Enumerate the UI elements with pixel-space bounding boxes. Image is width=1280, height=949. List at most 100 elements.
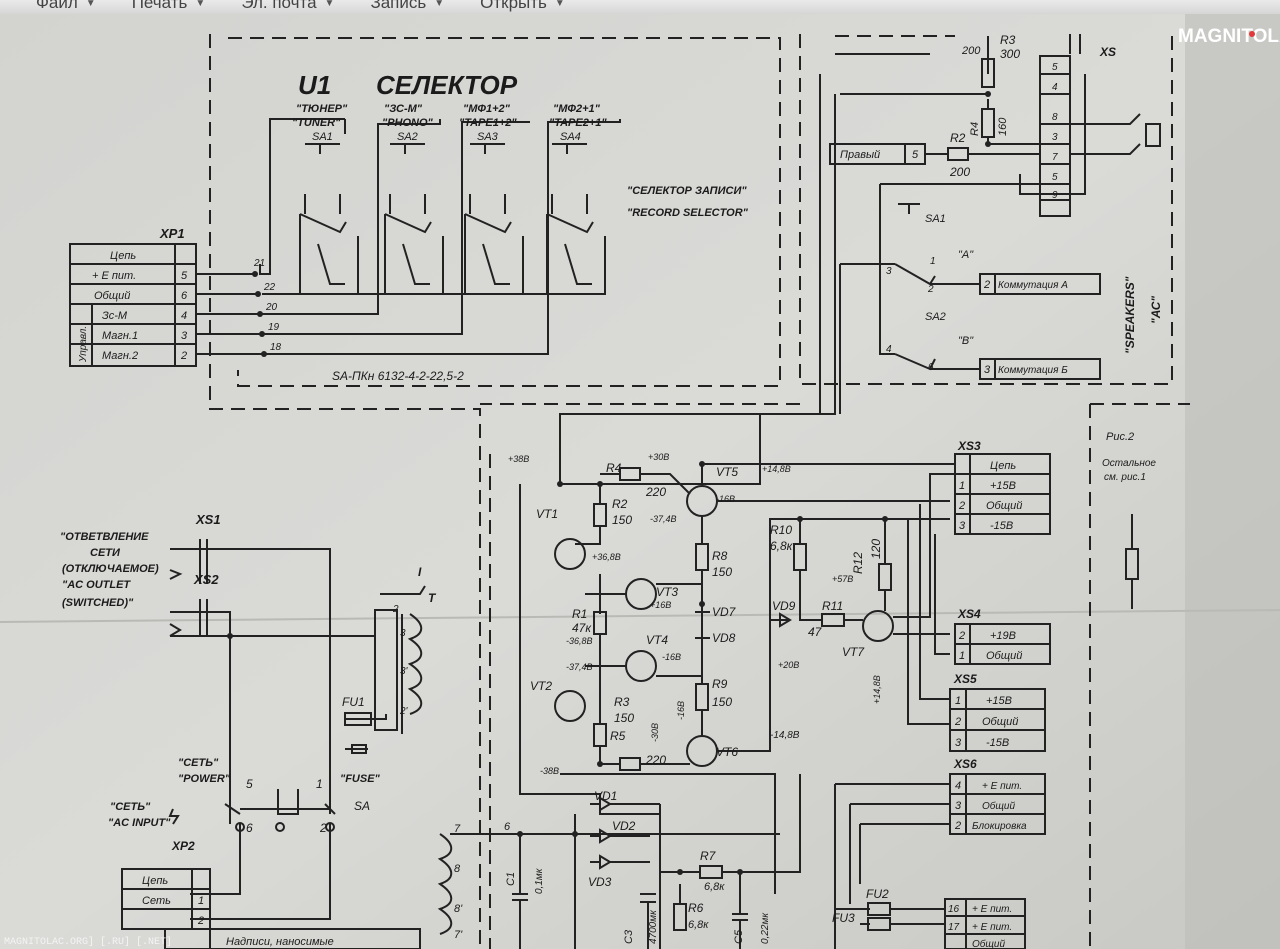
bottom-conn-val-common: Общий	[972, 938, 1005, 949]
note-title: Рис.2	[1106, 431, 1134, 443]
xp1-row-6: Магн.2	[102, 350, 138, 362]
winding-pin-4: 2'	[399, 706, 409, 717]
switch-sa2-label: SA2	[397, 131, 418, 143]
speaker-sw-pin-2: 2	[927, 284, 934, 295]
outlet-line-4: "AC OUTLET	[62, 579, 131, 591]
bottom-fu2: FU2	[866, 887, 889, 901]
selector-input-en-4: "TAPE2+1"	[549, 117, 607, 129]
xs5-val-3: -15В	[986, 737, 1009, 749]
speaker-r4-value: 160	[997, 117, 1009, 136]
menu-email[interactable]: Эл. почта▼	[223, 0, 352, 13]
chevron-down-icon: ▼	[324, 0, 335, 9]
chevron-down-icon: ▼	[434, 0, 445, 9]
fuse-label: "FUSE"	[340, 773, 381, 785]
bottom-tr-pin-7: 7	[454, 823, 461, 835]
psu-vt3-name: VT3	[656, 585, 678, 599]
xs5-pin-2: 2	[954, 716, 961, 728]
bottom-conn-pin-17: 17	[948, 922, 960, 933]
psu-r9-name: R9	[712, 677, 728, 691]
comm-a-pin: 2	[983, 279, 990, 291]
xs6-val-4: + Е пит.	[982, 781, 1022, 792]
psu-r9-value: 150	[712, 695, 732, 709]
bottom-conn-pin-16: 16	[948, 904, 960, 915]
bottom-vd1: VD1	[594, 789, 617, 803]
voltage-5: -37,4В	[650, 514, 677, 524]
menu-print-label: Печать	[131, 0, 188, 12]
voltage-3: +14,8В	[762, 464, 791, 474]
switch-sa4-label: SA4	[560, 131, 581, 143]
speaker-conn-pin-5: 7	[1052, 152, 1058, 163]
selector-input-ru-1: "ТЮНЕР"	[296, 103, 348, 115]
menu-open[interactable]: Открыть ▼	[462, 0, 583, 13]
xs6-pin-4: 4	[955, 780, 961, 792]
psu-vd8-name: VD8	[712, 631, 736, 645]
comm-b-label: Коммутация Б	[998, 365, 1068, 376]
xp1-pin-3: 6	[181, 290, 188, 302]
bottom-vd3: VD3	[588, 875, 612, 889]
psu-r1-value: 47к	[572, 621, 592, 635]
speaker-conn-pin-4: 3	[1052, 132, 1058, 143]
menu-record[interactable]: Запись▼	[352, 0, 462, 13]
note-line-1: Остальное	[1102, 458, 1156, 469]
menu-print[interactable]: Печать▼	[114, 0, 224, 13]
power-label-ru: "СЕТЬ"	[178, 757, 219, 769]
xp1-group-label: Управл.	[78, 326, 89, 363]
psu-vt7-name: VT7	[842, 645, 865, 659]
voltage-16: +20В	[778, 660, 799, 670]
speakers-vertical-label-2: "АС"	[1149, 296, 1163, 324]
winding-pin-3: 3'	[400, 666, 409, 677]
xs3-val-1: +15В	[990, 480, 1016, 492]
psu-r10-value: 6,8к	[770, 539, 794, 553]
bottom-tr-pin-7p: 7'	[454, 929, 463, 941]
voltage-9: -16В	[662, 652, 681, 662]
speaker-r3-name: R3	[1000, 33, 1016, 47]
fu1-label: FU1	[342, 695, 365, 709]
bottom-c1-name: C1	[505, 872, 517, 886]
pin-22: 22	[263, 282, 276, 293]
xp2-row-1: Цепь	[142, 875, 168, 887]
chevron-down-icon: ▼	[554, 0, 565, 9]
switch-sa3-label: SA3	[477, 131, 499, 143]
speaker-sw-pin-4: 4	[886, 344, 892, 355]
bottom-c5-value: 0,22мк	[760, 912, 771, 944]
xp1-label: XP1	[159, 226, 185, 241]
xs4-pin-2: 2	[958, 630, 965, 642]
bottom-r7-value: 6,8к	[704, 881, 725, 893]
psu-r12-name: R12	[851, 552, 865, 574]
psu-r8-value: 150	[712, 565, 732, 579]
menu-file[interactable]: Файл▼	[0, 0, 114, 13]
psu-r11-name: R11	[822, 599, 843, 613]
comm-a-label: Коммутация А	[998, 280, 1068, 291]
speaker-sa1-label: SA1	[925, 213, 946, 225]
menu-open-label: Открыть	[480, 0, 547, 12]
xs5-label: XS5	[953, 672, 977, 686]
xs3-label: XS3	[957, 439, 981, 453]
xp1-row-5: Магн.1	[102, 330, 138, 342]
xp1-pin-6: 2	[180, 350, 187, 362]
bottom-conn-val-17: + Е пит.	[972, 922, 1012, 933]
psu-r5-value: 220	[645, 753, 666, 767]
selector-unit-label: U1	[298, 70, 331, 100]
xp2-pin-1: 1	[198, 895, 204, 907]
xp1-row-2: + Е пит.	[92, 270, 136, 282]
xp1-row-4: Зс-М	[102, 310, 128, 322]
speaker-conn-pin-2: 4	[1052, 82, 1058, 93]
voltage-11: -38В	[540, 766, 559, 776]
power-label-en: "POWER"	[178, 773, 231, 785]
selector-input-ru-4: "МФ2+1"	[553, 103, 601, 115]
bottom-tr-pin-8p: 8'	[454, 903, 463, 915]
speaker-conn-pin-6: 5	[1052, 172, 1058, 183]
selector-input-ru-2: "ЗС-М"	[384, 103, 423, 115]
pin-19: 19	[268, 322, 280, 333]
psu-vt1-name: VT1	[536, 507, 558, 521]
speaker-sw-pin-6: 6	[928, 362, 934, 373]
pin-21: 21	[253, 258, 265, 269]
mains-sw-pin-1: 1	[316, 777, 323, 791]
psu-vd9-name: VD9	[772, 599, 796, 613]
speaker-r2-value: 200	[949, 165, 970, 179]
xs3-pin-2: 2	[958, 500, 965, 512]
xs6-label: XS6	[953, 757, 977, 771]
bottom-fu3: FU3	[832, 911, 855, 925]
pin-20: 20	[265, 302, 278, 313]
speaker-sa2-label: SA2	[925, 311, 946, 323]
